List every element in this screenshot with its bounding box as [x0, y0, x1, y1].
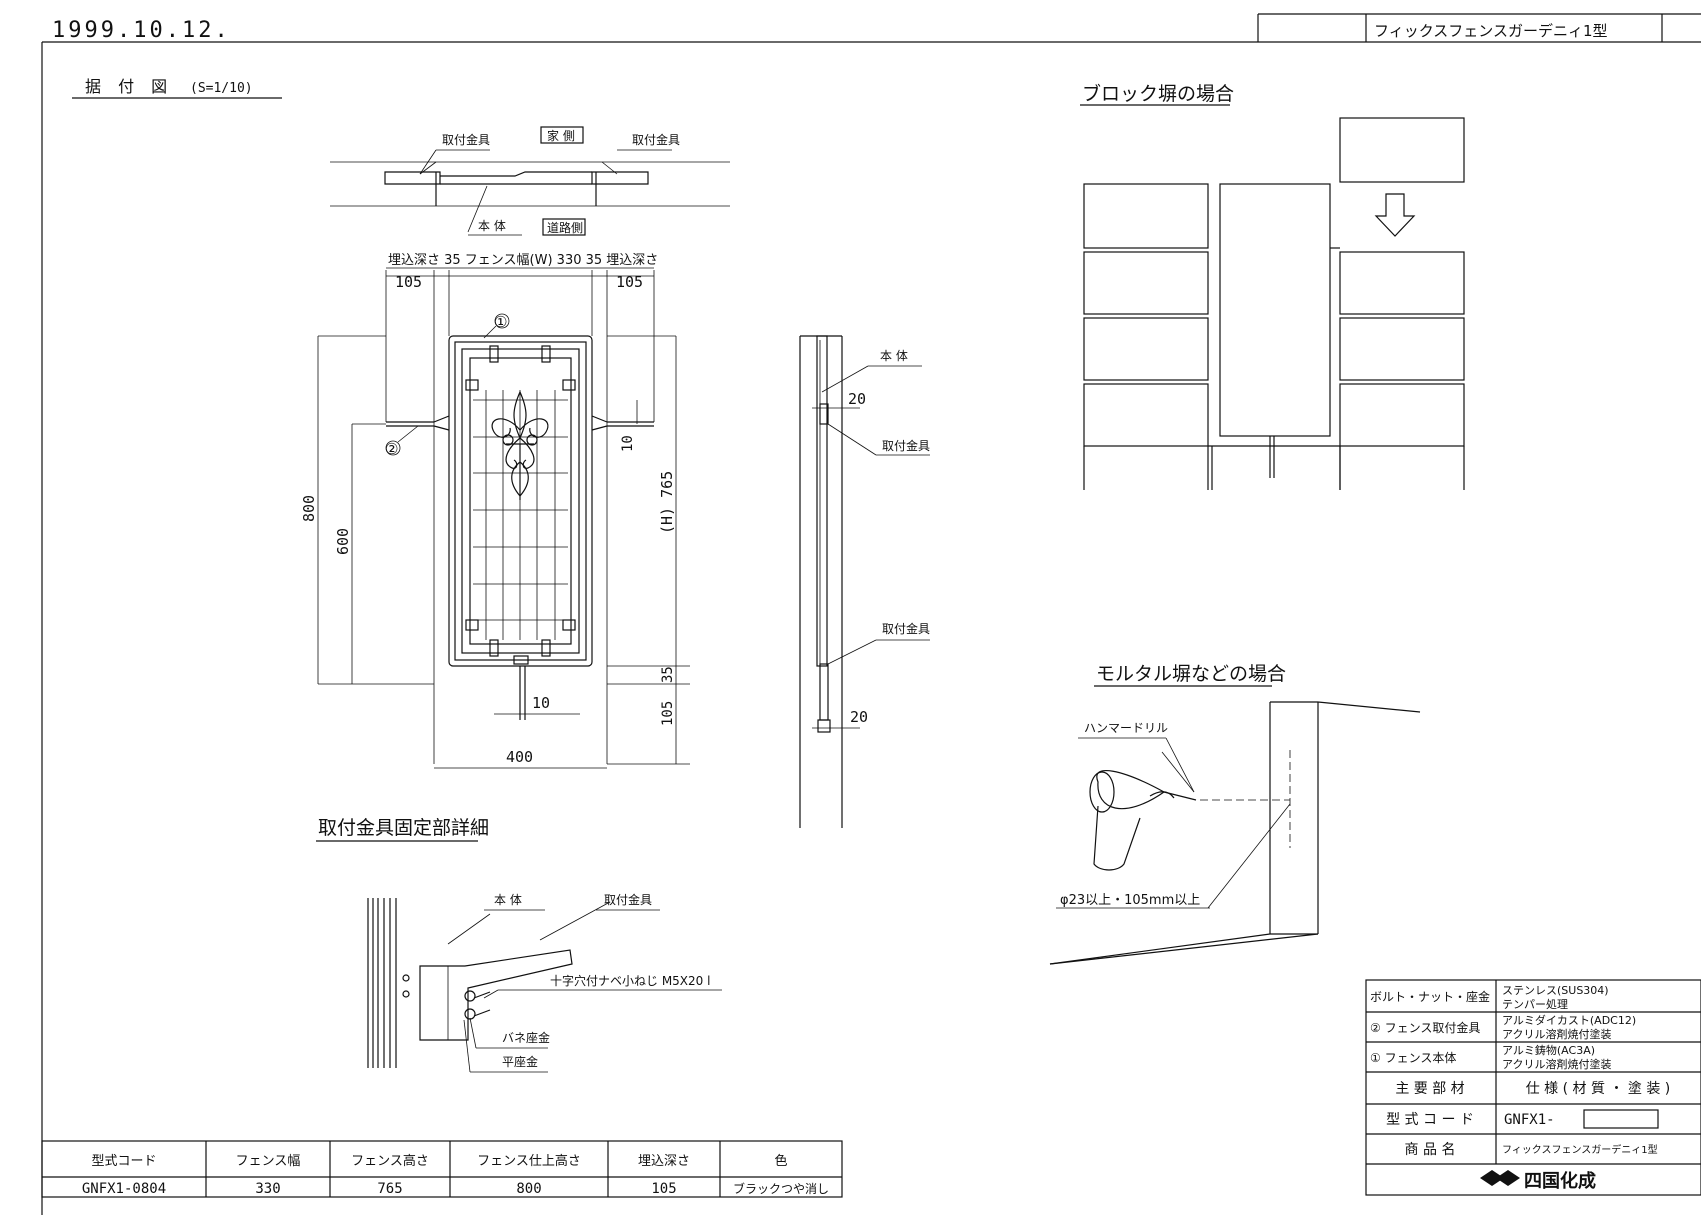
- header-product-title: フィックスフェンスガーデニィ1型: [1374, 22, 1608, 40]
- product-name-label: 商 品 名: [1405, 1142, 1456, 1158]
- spec-cell-embed: 105: [651, 1181, 676, 1197]
- width-total-dim: 400: [506, 748, 533, 766]
- dim-35: 35: [660, 666, 676, 683]
- hammer-drill-label: ハンマードリル: [1084, 721, 1168, 735]
- spec-cell-width: 330: [255, 1181, 280, 1197]
- plan-bracket-left-label: 取付金具: [442, 132, 490, 147]
- spec-cell-height: 765: [377, 1181, 402, 1197]
- fence-panel: [433, 335, 608, 720]
- detail-view-title: 取付金具固定部詳細: [318, 817, 489, 839]
- spec-header-model: 型式コード: [91, 1154, 156, 1169]
- part-body-name: ① フェンス本体: [1370, 1051, 1456, 1065]
- block-wall-drawing: [1083, 117, 1465, 490]
- spec-cell-color: ブラックつや消し: [733, 1181, 829, 1196]
- mortar-wall-drawing: [1049, 701, 1421, 965]
- spec-header-width: フェンス幅: [236, 1154, 301, 1169]
- spec-header-finish-height: フェンス仕上高さ: [477, 1153, 581, 1169]
- part-bracket-spec2: アクリル溶剤焼付塗装: [1502, 1027, 1611, 1041]
- main-view-title: 据 付 図: [85, 77, 173, 96]
- height-total-dim: 800: [300, 495, 318, 522]
- spec-cell-model: GNFX1-0804: [82, 1181, 166, 1197]
- title-block-grid: [1365, 979, 1701, 1196]
- side-dim-20-top: 20: [848, 390, 866, 408]
- part-body-spec1: アルミ鋳物(AC3A): [1502, 1043, 1595, 1057]
- fleur-de-lis-ornament: [491, 390, 549, 500]
- detail-spring-washer-label: バネ座金: [502, 1030, 550, 1045]
- marker-2-bracket: ②: [385, 440, 398, 458]
- embed-left-dim: 105: [395, 273, 422, 291]
- sheet-frame: [41, 13, 1701, 1215]
- maker-logo: 四国化成: [1480, 1170, 1596, 1192]
- plan-view: [330, 161, 730, 233]
- plan-road-side-label: 道路側: [547, 220, 583, 235]
- height-mount-dim: 600: [334, 528, 352, 555]
- spec-header-height: フェンス高さ: [351, 1153, 429, 1169]
- part-bolt-name: ボルト・ナット・座金: [1370, 989, 1490, 1004]
- detail-screw-label: 十字穴付ナベ小ねじ M5X20 l: [550, 973, 710, 988]
- plan-bracket-right-label: 取付金具: [632, 132, 680, 147]
- side-bracket-bottom-label: 取付金具: [882, 621, 930, 636]
- drawing-date: 1999.10.12.: [52, 18, 231, 43]
- top-dimension-text: 埋込深さ 35 フェンス幅(W) 330 35 埋込深さ: [388, 253, 658, 268]
- detail-flat-washer-label: 平座金: [502, 1054, 538, 1069]
- parts-header-right: 仕 様 ( 材 質 ・ 塗 装 ): [1526, 1080, 1671, 1097]
- spec-cell-finish-height: 800: [516, 1181, 541, 1197]
- product-name-value: フィックスフェンスガーデニィ1型: [1502, 1143, 1658, 1156]
- model-code-value: GNFX1-: [1504, 1112, 1555, 1128]
- parts-header-left: 主 要 部 材: [1395, 1081, 1464, 1097]
- maker-logo-text: 四国化成: [1524, 1170, 1596, 1192]
- part-bolt-spec2: テンパー処理: [1502, 998, 1568, 1011]
- embed-right-dim: 105: [616, 273, 643, 291]
- detail-body-label: 本 体: [494, 893, 522, 907]
- spec-header-embed: 埋込深さ: [638, 1154, 690, 1169]
- hole-spec-label: φ23以上・105mm以上: [1060, 893, 1200, 908]
- part-bolt-spec1: ステンレス(SUS304): [1502, 984, 1609, 997]
- dim-10-right: 10: [620, 435, 636, 452]
- side-dim-20-bottom: 20: [850, 708, 868, 726]
- dim-10-bottom: 10: [532, 694, 550, 712]
- side-view: [799, 335, 860, 828]
- plan-body-label: 本 体: [478, 219, 506, 233]
- part-body-spec2: アクリル溶剤焼付塗装: [1502, 1057, 1611, 1071]
- model-code-label: 型 式 コ ー ド: [1386, 1112, 1474, 1128]
- height-h-dim: (H) 765: [658, 471, 676, 534]
- main-view-scale: (S=1/10): [190, 81, 253, 96]
- mortar-wall-title: モルタル塀などの場合: [1096, 663, 1286, 685]
- hammer-drill-icon: [1089, 770, 1197, 871]
- dim-105: 105: [660, 701, 676, 726]
- detail-drawing: [367, 898, 611, 1068]
- side-bracket-top-label: 取付金具: [882, 438, 930, 453]
- detail-bracket-label: 取付金具: [604, 892, 652, 907]
- side-body-label: 本 体: [880, 349, 908, 363]
- spec-table-grid: [41, 1140, 843, 1198]
- part-bracket-name: ② フェンス取付金具: [1370, 1020, 1480, 1035]
- block-wall-title: ブロック塀の場合: [1082, 82, 1234, 105]
- plan-house-side-label: 家 側: [547, 128, 575, 143]
- spec-header-color: 色: [774, 1153, 787, 1169]
- part-bracket-spec1: アルミダイカスト(ADC12): [1502, 1013, 1636, 1027]
- marker-1-fence-body: ①: [494, 313, 507, 331]
